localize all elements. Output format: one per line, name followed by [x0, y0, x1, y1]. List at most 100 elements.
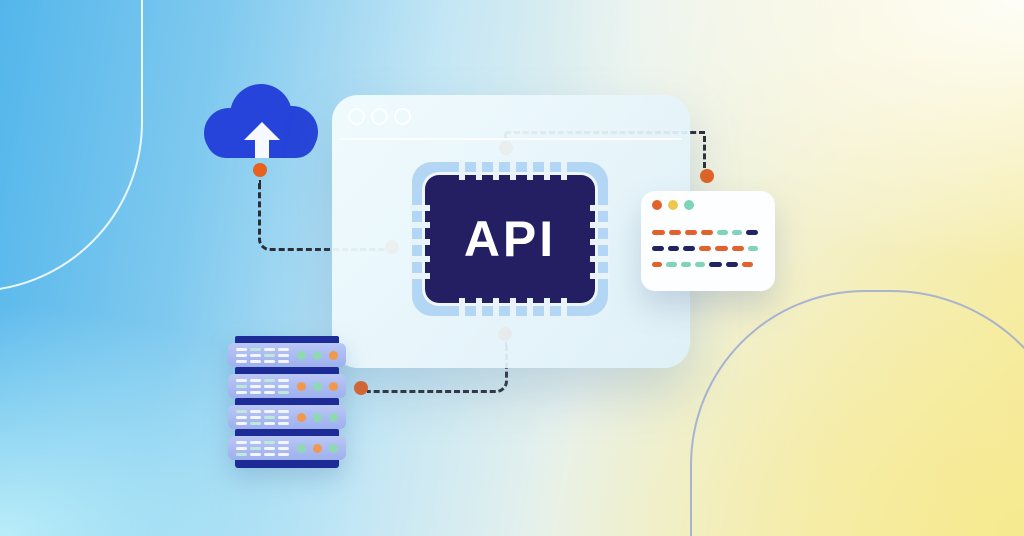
server-unit — [228, 436, 346, 460]
server-unit-top — [235, 398, 339, 405]
server-vent — [264, 353, 275, 357]
server-vents — [236, 378, 289, 394]
server-vent — [278, 384, 289, 388]
server-vent — [250, 415, 261, 419]
server-vent — [250, 384, 261, 388]
server-vent — [264, 347, 275, 351]
server-vent — [236, 446, 247, 450]
server-indicator-lights — [297, 350, 338, 360]
server-vent — [236, 353, 247, 357]
upload-arrow-icon — [244, 122, 280, 140]
decorative-curve-bottom-right — [690, 290, 1024, 536]
server-vents — [236, 440, 289, 456]
code-token — [669, 230, 681, 235]
code-token — [726, 262, 738, 267]
server-indicator-lights — [297, 412, 338, 422]
code-token — [652, 230, 665, 235]
code-token — [668, 246, 679, 251]
server-indicator-light — [313, 350, 322, 360]
code-token — [732, 230, 742, 235]
upload-arrow-stem — [255, 139, 269, 158]
server-vent — [278, 390, 289, 394]
chip-body: API — [425, 175, 595, 303]
server-vent — [278, 347, 289, 351]
server-indicator-light — [313, 443, 322, 453]
server-indicator-light — [329, 443, 338, 453]
server-vent — [250, 359, 261, 363]
server-vent — [278, 378, 289, 382]
server-vent — [264, 415, 275, 419]
code-card-header-dots — [652, 200, 694, 210]
server-indicator-light — [329, 350, 338, 360]
server-vent — [250, 452, 261, 456]
chip-label: API — [463, 211, 557, 267]
server-vent — [264, 390, 275, 394]
code-snippet-icon — [641, 191, 775, 291]
connector-cloud-to-chip — [258, 180, 391, 251]
server-stack-base — [235, 460, 339, 468]
server-vent — [264, 452, 275, 456]
code-lines — [652, 219, 767, 267]
server-vent — [250, 440, 261, 444]
server-vent — [264, 421, 275, 425]
server-vent — [236, 378, 247, 382]
decorative-curve-top-left — [0, 0, 143, 292]
server-stack-icon — [228, 336, 346, 468]
server-vent — [278, 359, 289, 363]
code-token — [748, 246, 758, 251]
server-vents — [236, 409, 289, 425]
server-indicator-light — [329, 412, 338, 422]
server-vent — [264, 384, 275, 388]
code-row — [652, 262, 767, 267]
server-vent — [264, 440, 275, 444]
server-unit-top — [235, 429, 339, 436]
server-vent — [250, 446, 261, 450]
server-vent — [278, 440, 289, 444]
code-token — [699, 246, 711, 251]
server-indicator-light — [329, 381, 338, 391]
window-control-dot — [394, 108, 411, 125]
code-token — [652, 262, 662, 267]
server-indicator-lights — [297, 381, 338, 391]
server-unit-top — [235, 367, 339, 374]
server-vent — [236, 359, 247, 363]
server-vent — [264, 409, 275, 413]
server-vent — [264, 359, 275, 363]
server-vent — [278, 446, 289, 450]
server-indicator-light — [297, 381, 306, 391]
server-indicator-light — [313, 412, 322, 422]
code-token — [746, 230, 758, 235]
code-token — [683, 246, 695, 251]
code-row — [652, 246, 767, 251]
window-control-dots — [348, 108, 411, 125]
window-control-dot — [371, 108, 388, 125]
server-vent — [250, 421, 261, 425]
code-token — [701, 230, 713, 235]
server-vent — [236, 384, 247, 388]
server-unit — [228, 405, 346, 429]
server-vent — [236, 421, 247, 425]
server-vent — [278, 452, 289, 456]
card-top-node — [700, 169, 714, 183]
code-token — [695, 262, 705, 267]
server-vent — [264, 378, 275, 382]
server-vent — [236, 452, 247, 456]
server-indicator-light — [297, 350, 306, 360]
server-vent — [236, 409, 247, 413]
server-unit-top — [235, 336, 339, 343]
window-toolbar-divider — [340, 138, 682, 140]
card-header-dot — [684, 200, 694, 210]
server-vent — [278, 421, 289, 425]
server-vent — [250, 378, 261, 382]
code-token — [732, 246, 744, 251]
server-indicator-light — [297, 412, 306, 422]
card-header-dot — [668, 200, 678, 210]
server-indicator-lights — [297, 443, 338, 453]
code-token — [681, 262, 691, 267]
server-vent — [278, 409, 289, 413]
code-token — [742, 262, 753, 267]
code-token — [717, 230, 728, 235]
card-header-dot — [652, 200, 662, 210]
server-indicator-light — [313, 381, 322, 391]
